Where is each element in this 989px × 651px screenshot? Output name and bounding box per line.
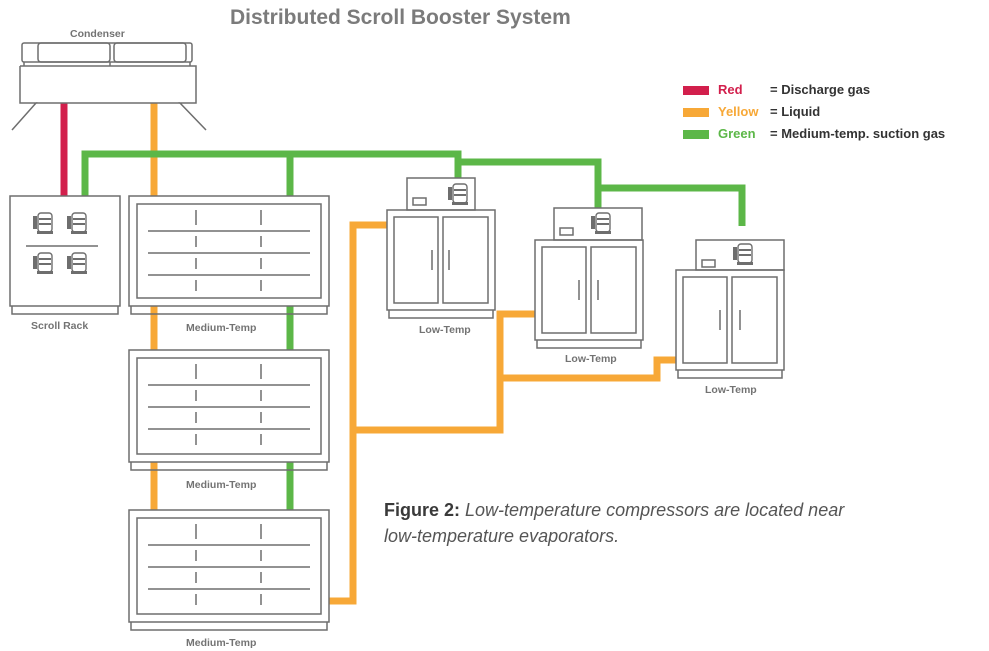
low-temp-case-icon <box>386 177 496 319</box>
medium-temp-label-1: Medium-Temp <box>186 322 257 334</box>
legend-swatch-yellow <box>683 108 709 117</box>
compressor-icon <box>66 212 88 235</box>
figure-caption: Figure 2: Low-temperature compressors ar… <box>384 497 854 549</box>
legend-swatch-green <box>683 130 709 139</box>
legend-name: Green <box>718 126 756 141</box>
diagram-title: Distributed Scroll Booster System <box>230 6 571 29</box>
condenser-label: Condenser <box>70 28 125 40</box>
medium-temp-case-icon <box>128 195 330 315</box>
legend-meaning: = Liquid <box>770 104 821 119</box>
legend-meaning: = Discharge gas <box>770 82 871 97</box>
liquid-pipe-low-temp <box>329 221 676 605</box>
compressor-icon <box>732 243 754 266</box>
low-temp-case-icon <box>534 207 644 349</box>
medium-temp-case-icon <box>128 349 330 471</box>
caption-heading: Figure 2: <box>384 500 461 520</box>
scroll-rack-label: Scroll Rack <box>31 320 89 332</box>
medium-temp-label-2: Medium-Temp <box>186 479 257 491</box>
legend-meaning: = Medium-temp. suction gas <box>770 126 946 141</box>
low-temp-label-1: Low-Temp <box>419 324 471 336</box>
compressor-icon <box>66 252 88 275</box>
suction-pipe-header <box>81 150 746 226</box>
scroll-rack-icon <box>9 195 121 315</box>
compressor-icon <box>32 252 54 275</box>
legend-item-green: Green = Medium-temp. suction gas <box>683 126 983 148</box>
compressor-icon <box>447 183 469 206</box>
legend-swatch-red <box>683 86 709 95</box>
legend-item-yellow: Yellow = Liquid <box>683 104 983 126</box>
legend-name: Yellow <box>718 104 759 119</box>
compressor-icon <box>590 212 612 235</box>
condenser-icon <box>11 42 207 131</box>
medium-temp-case-icon <box>128 509 330 631</box>
medium-temp-label-3: Medium-Temp <box>186 637 257 649</box>
legend: Red = Discharge gas Yellow = Liquid Gree… <box>683 82 983 148</box>
suction-pipe-branches <box>286 154 602 510</box>
low-temp-case-icon <box>675 239 785 379</box>
compressor-icon <box>32 212 54 235</box>
low-temp-label-2: Low-Temp <box>565 353 617 365</box>
caption-body: Low-temperature compressors are located … <box>384 500 845 546</box>
legend-item-red: Red = Discharge gas <box>683 82 983 104</box>
low-temp-label-3: Low-Temp <box>705 384 757 396</box>
legend-name: Red <box>718 82 743 97</box>
